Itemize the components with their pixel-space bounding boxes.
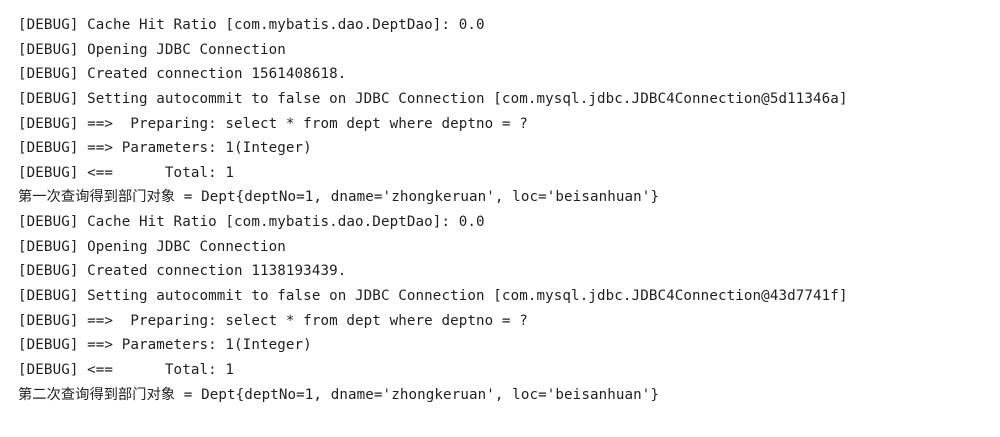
log-line: [DEBUG] Setting autocommit to false on J… [18,90,848,107]
log-line: [DEBUG] ==> Preparing: select * from dep… [18,312,528,329]
log-line: [DEBUG] <== Total: 1 [18,164,235,181]
log-line: [DEBUG] ==> Parameters: 1(Integer) [18,140,312,157]
log-line: [DEBUG] <== Total: 1 [18,361,235,378]
log-line: [DEBUG] Cache Hit Ratio [com.mybatis.dao… [18,17,485,33]
log-line: [DEBUG] Cache Hit Ratio [com.mybatis.dao… [18,214,485,231]
result-line: 第一次查询得到部门对象 = Dept{deptNo=1, dname='zhon… [18,189,660,206]
log-line: [DEBUG] Created connection 1561408618. [18,66,347,83]
result-line: 第二次查询得到部门对象 = Dept{deptNo=1, dname='zhon… [18,386,660,403]
log-line: [DEBUG] ==> Parameters: 1(Integer) [18,337,312,354]
log-line: [DEBUG] Created connection 1138193439. [18,263,347,280]
log-line: [DEBUG] ==> Preparing: select * from dep… [18,115,528,132]
log-line: [DEBUG] Setting autocommit to false on J… [18,288,848,305]
log-line: [DEBUG] Opening JDBC Connection [18,41,286,58]
log-line: [DEBUG] Opening JDBC Connection [18,238,286,255]
